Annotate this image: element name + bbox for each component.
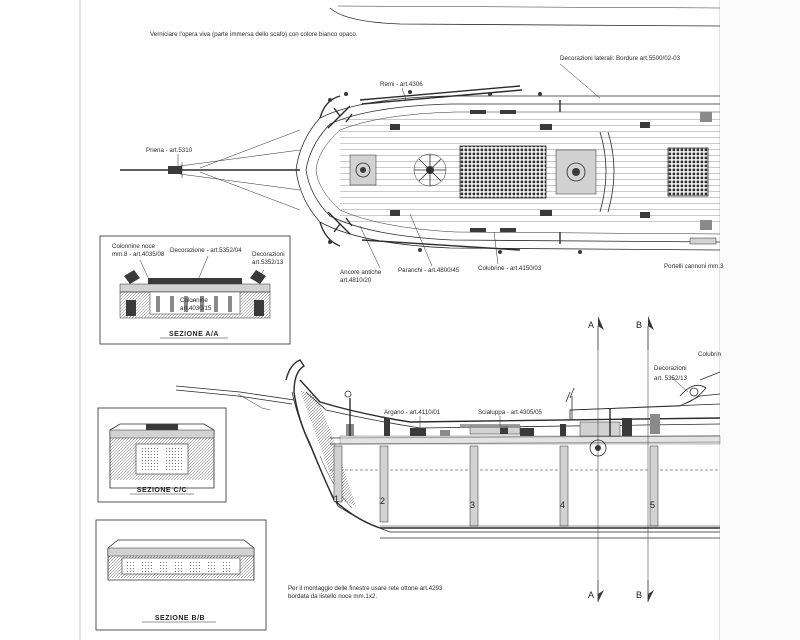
label-paranchi: Paranchi - art.4800/45 <box>398 267 460 274</box>
label-portelli: Portelli cannoni mm.3 <box>664 263 724 270</box>
section-aa-title: SEZIONE A/A <box>169 331 219 338</box>
frame-number-3: 3 <box>470 500 475 510</box>
label-profile-decorazioni-1: Decorazioni <box>654 365 687 372</box>
section-cc-title: SEZIONE C/C <box>137 487 187 494</box>
marker-b-bottom: B <box>636 590 642 600</box>
section-markers: A B A B <box>588 316 654 602</box>
label-prima: Priena - art.5310 <box>146 147 193 154</box>
anchors-plan <box>327 105 353 235</box>
label-aa-decorazione: Decorazione - art.5352/04 <box>170 247 242 254</box>
cannons-plan <box>470 110 516 232</box>
label-profile-colubrine: Colubrin <box>698 351 722 358</box>
rail-blocks <box>328 90 582 254</box>
paper-edges <box>79 0 800 640</box>
note-mount-1: Per il montaggio delle finestre usare re… <box>288 585 443 592</box>
note-mount-2: bordata da listello noce mm.1x2. <box>288 593 377 600</box>
profile-view: 1 2 3 4 5 Argano - art.4110/01 Scialuppa… <box>175 351 722 539</box>
marker-a-top: A <box>588 320 594 330</box>
stem-and-keel <box>285 359 720 529</box>
frame-number-2: 2 <box>380 496 385 506</box>
label-colubrine-plan: Colubrine - art.4150/03 <box>478 265 542 272</box>
capstan <box>413 153 447 187</box>
label-argano: Argano - art.4110/01 <box>384 409 441 416</box>
label-aa-colonnine-1a: Colonnine noce <box>112 243 156 250</box>
frame-stations: 1 2 3 4 5 <box>333 445 659 527</box>
deck-grate-1 <box>459 145 547 199</box>
profile-leader-lines <box>419 375 689 428</box>
marker-b-top: B <box>636 320 642 330</box>
label-ancore-1: Ancore antiche <box>340 269 382 276</box>
label-remi: Remi - art.4306 <box>380 81 423 88</box>
frame-number-4: 4 <box>560 500 565 510</box>
profile-fittings <box>344 387 611 436</box>
oars <box>359 85 523 251</box>
deck-fittings <box>349 112 712 230</box>
label-profile-decorazioni-2: art. 5352/13 <box>654 375 688 382</box>
section-aa-box: Colonnine noce mm.8 - art.4035/08 Decora… <box>99 235 291 345</box>
aa-columns <box>156 296 232 312</box>
marker-a-bottom: A <box>588 590 594 600</box>
label-scialuppa: Scialuppa - art.4305/05 <box>478 409 543 416</box>
section-bb-title: SEZIONE B/B <box>155 615 205 622</box>
section-bb-box: SEZIONE B/B <box>95 519 267 631</box>
deck-plan-view: Decorazioni laterali: Bordure art.5500/0… <box>120 55 724 284</box>
label-aa-colonnine-2b: art.4030/15 <box>180 305 212 312</box>
label-aa-decorazioni-2: art.5352/13 <box>252 259 284 266</box>
label-aa-decorazioni-1: Decorazioni <box>252 251 285 258</box>
bb-panels <box>126 560 232 572</box>
section-cc-box: SEZIONE C/C <box>97 407 227 503</box>
label-ancore-2: art.4810/20 <box>340 277 372 284</box>
frame-number-5: 5 <box>650 500 655 510</box>
label-decorazioni-laterali: Decorazioni laterali: Bordure art.5500/0… <box>560 55 681 62</box>
label-aa-colonnine-1b: mm.8 - art.4035/08 <box>112 251 165 258</box>
plan-leader-lines <box>177 63 601 269</box>
deck-grate-2 <box>667 147 709 197</box>
top-hull-fragment <box>329 5 721 27</box>
label-aa-colonnine-2a: Colonnine <box>180 297 208 304</box>
frame-number-1: 1 <box>334 494 339 504</box>
note-paint: Verniciare l'opera viva (parte immersa d… <box>150 31 358 38</box>
